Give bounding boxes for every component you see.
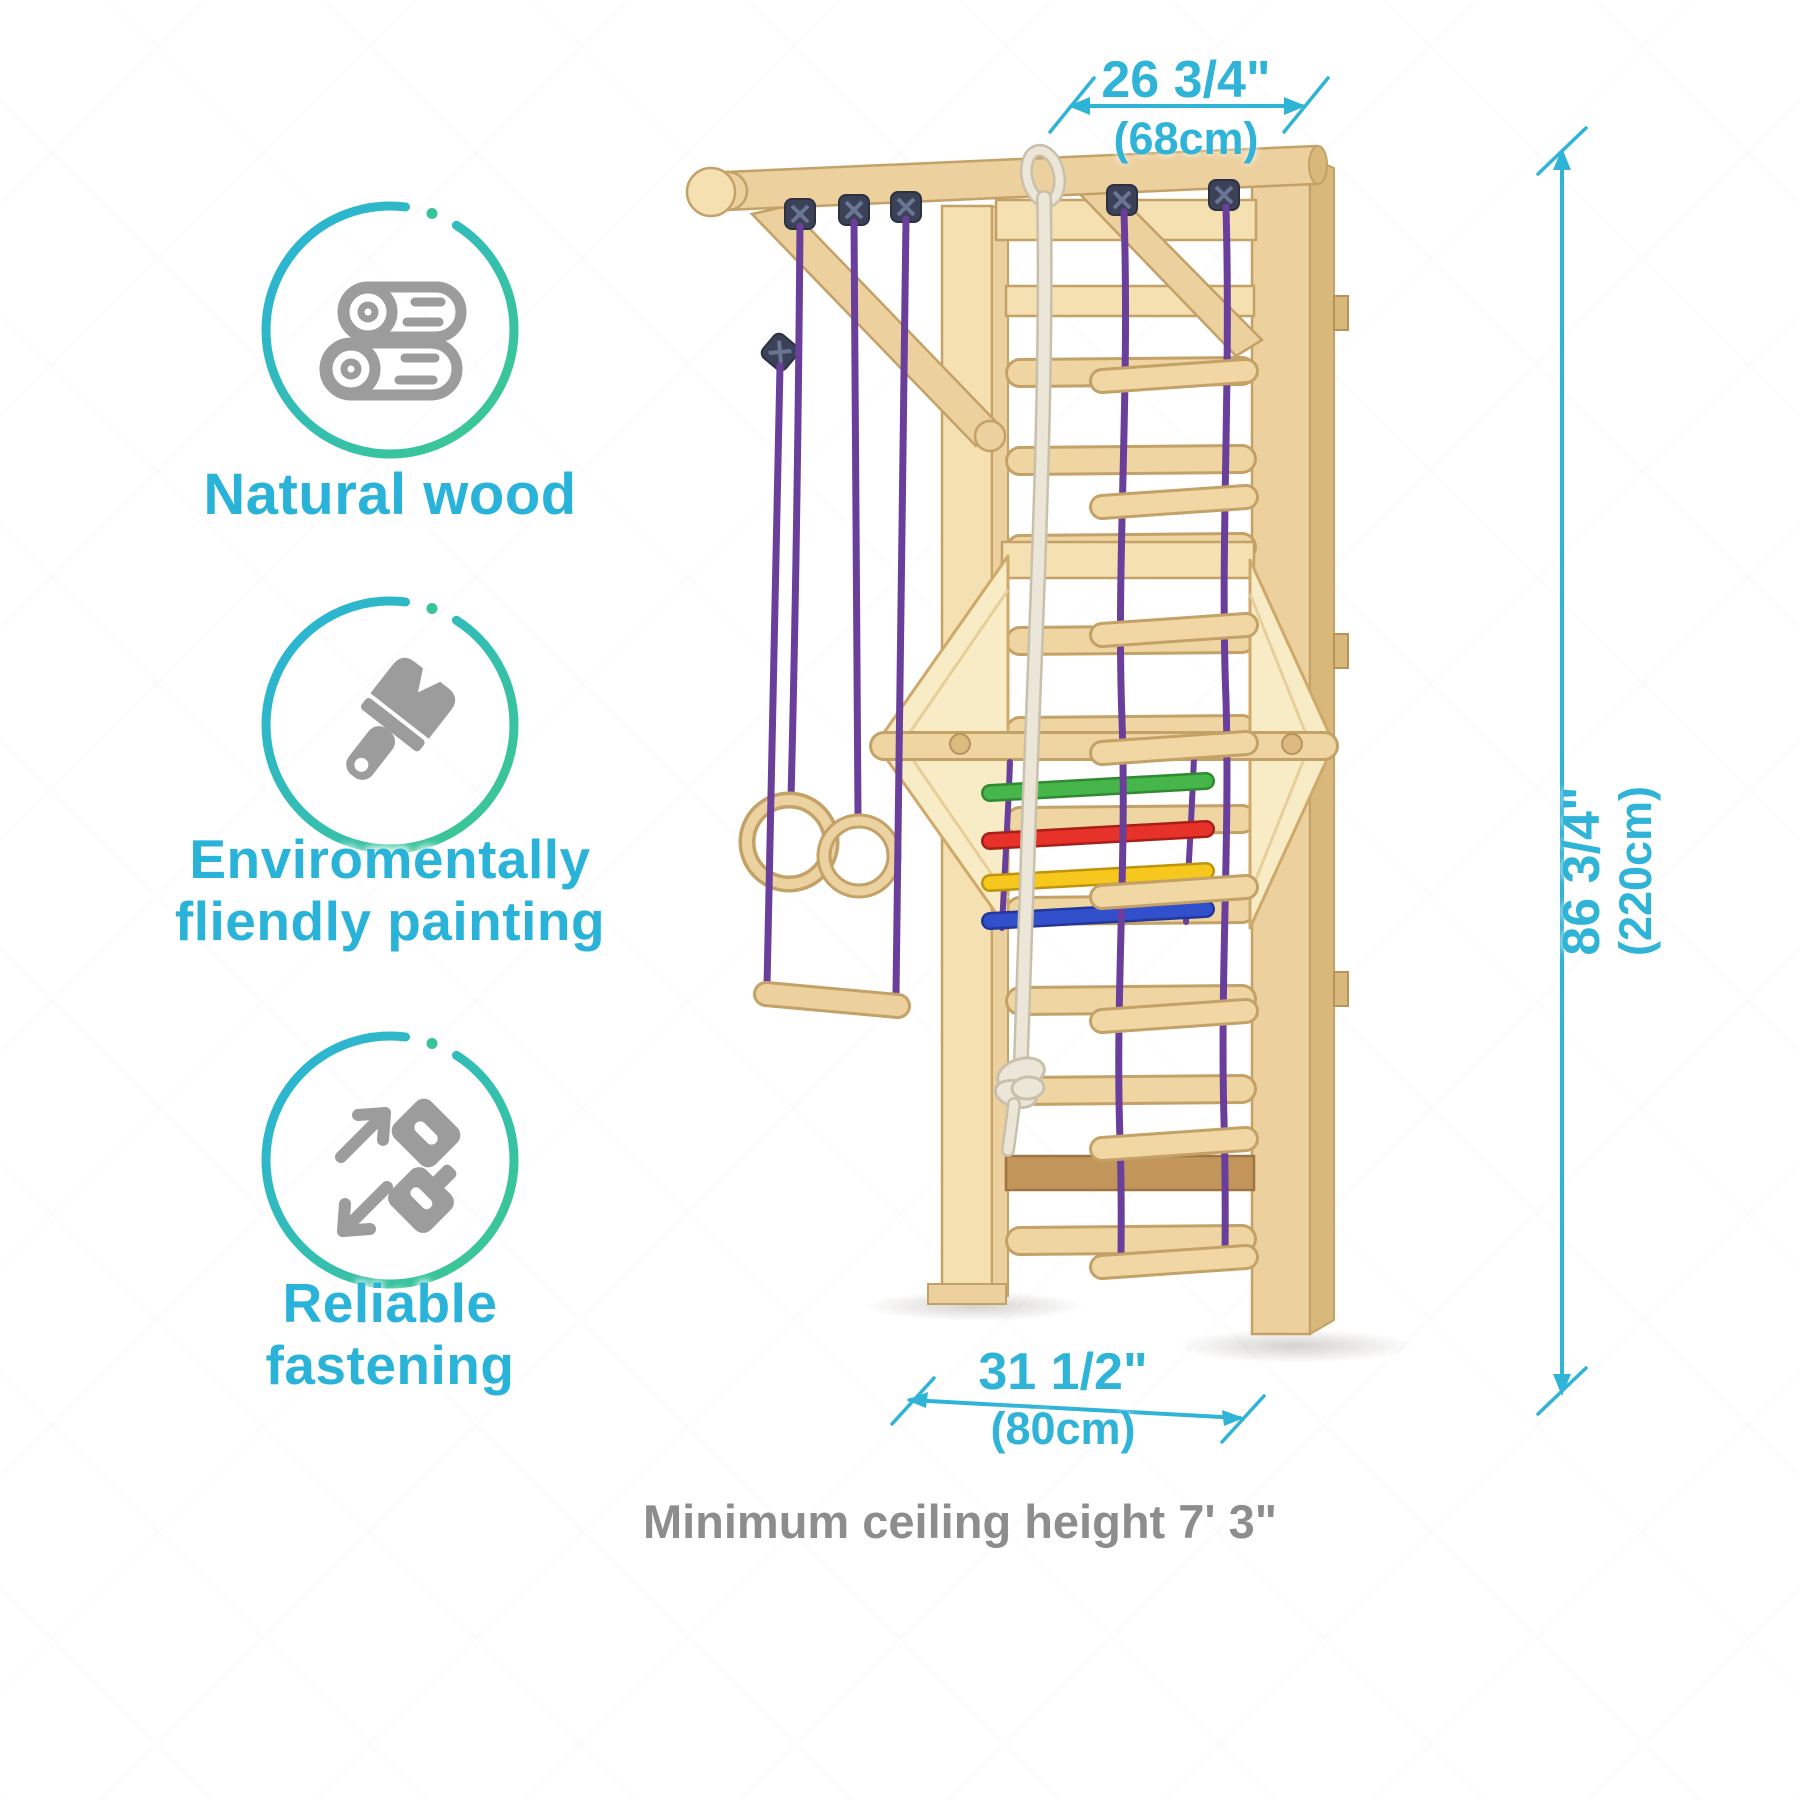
feature-label-line: Reliable: [282, 1272, 498, 1334]
wood-logs-glyph: [319, 281, 467, 401]
dimension-bottom-inches: 31 1/2": [978, 1343, 1148, 1401]
bar-end-cap: [685, 166, 737, 218]
dimension-lines: [890, 76, 1588, 1444]
ceiling-height-note: Minimum ceiling height 7' 3": [642, 1495, 1278, 1548]
floor-shadows: [865, 1291, 1415, 1363]
dimension-top-metric: (68cm): [1113, 113, 1259, 164]
dimension-top-inches: 26 3/4": [1101, 51, 1271, 109]
natural-wood-icon: [261, 201, 519, 459]
dimension-side-metric: (220cm): [1609, 785, 1661, 957]
feature-label-line: fliendly painting: [174, 890, 606, 953]
ring-dot: [426, 1038, 438, 1049]
dimension-side-inches: 86 3/4": [1552, 786, 1611, 956]
feature-label-line: fastening: [265, 1334, 515, 1397]
gradient-ring: [261, 596, 519, 854]
paint-brush-glyph: [346, 657, 456, 780]
buckle-glyph: [335, 1098, 461, 1237]
gradient-ring: [261, 201, 519, 459]
gradient-ring: [261, 1031, 519, 1289]
rope-clamps: [760, 179, 1240, 372]
climbing-rope: [993, 143, 1067, 1157]
dimension-bottom-metric: (80cm): [990, 1403, 1136, 1454]
gymnastic-rings: [738, 218, 902, 899]
reliable-fastening-icon: [261, 1031, 519, 1289]
feature-label-eco-paint: Enviromentally fliendly painting: [100, 828, 680, 952]
feature-label-line: Enviromentally: [189, 828, 591, 890]
ring-dot: [426, 603, 438, 614]
trapeze-bar: [753, 215, 911, 1019]
feature-label-fastening: Reliable fastening: [130, 1272, 650, 1396]
rope-knot: [993, 1056, 1046, 1110]
eco-paint-icon: [261, 596, 519, 854]
feature-label-natural-wood: Natural wood: [203, 462, 577, 527]
dimension-side: 86 3/4" (220cm): [1492, 746, 1722, 996]
ring-dot: [426, 208, 438, 219]
rope-ladder: [1089, 203, 1259, 1280]
